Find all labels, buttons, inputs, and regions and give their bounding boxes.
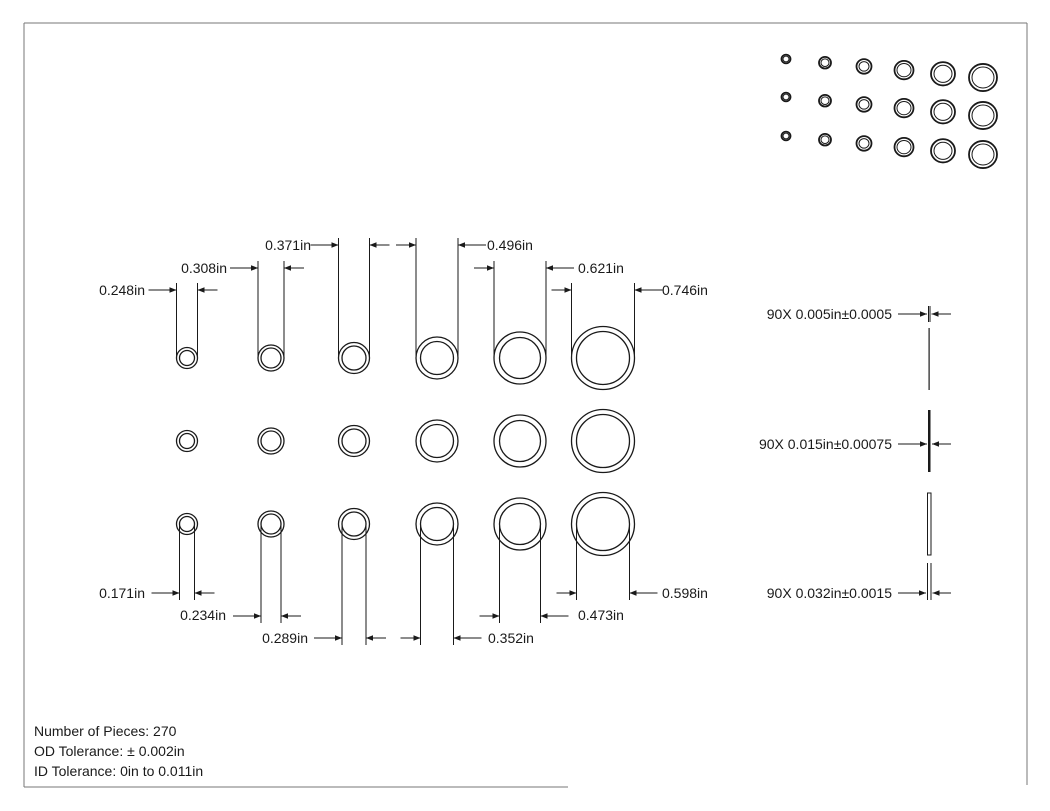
ring-r3-c5 bbox=[493, 497, 547, 551]
thumb-ring-r3-c1 bbox=[780, 130, 792, 142]
ring-r2-c4 bbox=[415, 419, 459, 463]
od-label-1: 0.248in bbox=[99, 282, 145, 298]
shim-side-view-thick bbox=[927, 492, 932, 556]
ring-r1-c3 bbox=[337, 341, 371, 375]
note-id-tolerance: ID Tolerance: 0in to 0.011in bbox=[34, 763, 204, 779]
thumb-ring-r2-c6 bbox=[968, 101, 998, 130]
shim-side-view-thin bbox=[928, 328, 930, 390]
thumb-ring-r3-c6 bbox=[968, 140, 998, 169]
od-label-3: 0.371in bbox=[265, 237, 311, 253]
ring-r3-c2 bbox=[257, 510, 285, 538]
thumb-ring-r2-c1 bbox=[780, 91, 792, 103]
drawing-frame bbox=[23, 22, 1028, 788]
ring-r2-c2 bbox=[257, 427, 285, 455]
thickness-views bbox=[898, 306, 951, 600]
ring-r3-c6 bbox=[570, 491, 636, 557]
thumb-ring-r1-c1 bbox=[780, 53, 792, 65]
ring-r2-c1 bbox=[175, 429, 199, 453]
thumb-ring-r2-c2 bbox=[818, 93, 832, 108]
od-dimension-labels: 0.248in 0.308in 0.371in 0.496in 0.621in … bbox=[99, 237, 708, 298]
ring-grid bbox=[175, 325, 636, 557]
ring-r1-c1 bbox=[175, 346, 199, 370]
thickness-callouts: 90X 0.005in±0.0005 90X 0.015in±0.00075 9… bbox=[759, 306, 892, 601]
general-notes: Number of Pieces: 270 OD Tolerance: ± 0.… bbox=[34, 721, 203, 781]
thickness-label-1: 90X 0.005in±0.0005 bbox=[767, 306, 892, 322]
thumb-ring-r1-c2 bbox=[818, 55, 832, 70]
thumb-ring-r3-c4 bbox=[893, 136, 915, 158]
ring-r2-c5 bbox=[493, 414, 547, 468]
note-od-tolerance: OD Tolerance: ± 0.002in bbox=[34, 743, 185, 759]
id-label-3: 0.289in bbox=[262, 630, 308, 646]
thumb-ring-r3-c2 bbox=[818, 132, 832, 147]
ring-r2-c6 bbox=[570, 408, 636, 474]
od-label-6: 0.746in bbox=[662, 282, 708, 298]
id-label-4: 0.352in bbox=[488, 630, 534, 646]
thumb-ring-r2-c3 bbox=[855, 96, 873, 113]
od-label-2: 0.308in bbox=[181, 260, 227, 276]
ring-r1-c4 bbox=[415, 336, 459, 380]
id-label-5: 0.473in bbox=[578, 607, 624, 623]
ring-r1-c6 bbox=[570, 325, 636, 391]
id-label-2: 0.234in bbox=[180, 607, 226, 623]
thumb-ring-r1-c6 bbox=[968, 63, 998, 92]
thumb-ring-r2-c5 bbox=[930, 99, 956, 125]
ring-r1-c2 bbox=[257, 344, 285, 372]
note-number-of-pieces: Number of Pieces: 270 bbox=[34, 723, 177, 739]
id-dimension-labels: 0.171in 0.234in 0.289in 0.352in 0.473in … bbox=[99, 585, 708, 646]
ring-r1-c5 bbox=[493, 331, 547, 385]
ring-r3-c4 bbox=[415, 502, 459, 546]
od-label-5: 0.621in bbox=[578, 260, 624, 276]
thumb-ring-r2-c4 bbox=[893, 97, 915, 119]
id-label-1: 0.171in bbox=[99, 585, 145, 601]
thumb-ring-r1-c5 bbox=[930, 61, 956, 87]
assortment-thumbnail bbox=[780, 53, 998, 169]
thumb-ring-r1-c3 bbox=[855, 58, 873, 75]
shim-side-view-medium bbox=[928, 410, 931, 472]
thickness-label-2: 90X 0.015in±0.00075 bbox=[759, 436, 892, 452]
ring-r2-c3 bbox=[337, 424, 371, 458]
thickness-label-3: 90X 0.032in±0.0015 bbox=[767, 585, 892, 601]
od-label-4: 0.496in bbox=[487, 237, 533, 253]
thumb-ring-r1-c4 bbox=[893, 59, 915, 81]
dimension-lines bbox=[148, 238, 663, 645]
thumb-ring-r3-c3 bbox=[855, 135, 873, 152]
ring-r3-c3 bbox=[337, 507, 371, 541]
thumb-ring-r3-c5 bbox=[930, 138, 956, 164]
id-label-6: 0.598in bbox=[662, 585, 708, 601]
